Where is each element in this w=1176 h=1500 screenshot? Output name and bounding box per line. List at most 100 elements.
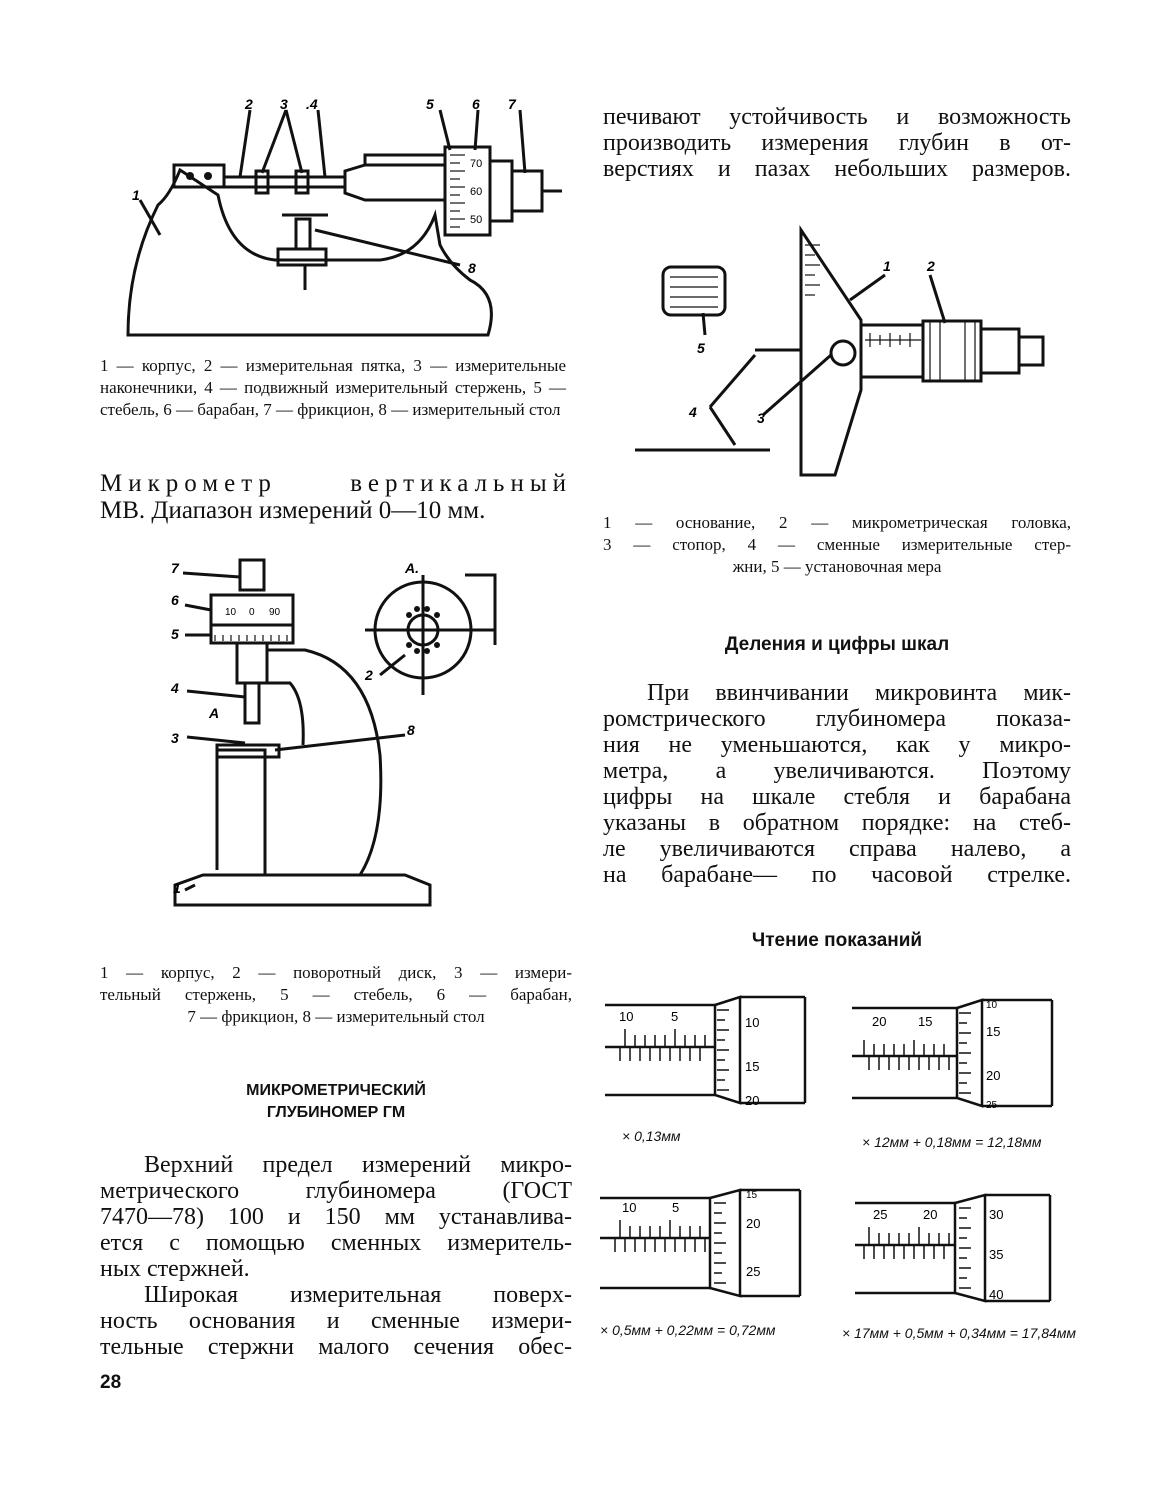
fig2-label-7: 7 [171,560,180,576]
fig2-label-A: A [208,705,219,721]
fig2-scale-90: 90 [269,607,281,618]
r4-sleeve-20: 20 [923,1207,937,1222]
top-right-paragraph: печивают устойчивость и возможность прои… [603,104,1071,182]
figure-vertical-micrometer: 7 6 5 4 A 3 8 1 A. 2 10 0 90 [170,558,497,907]
fig2-scale-10: 10 [225,607,237,618]
r1-thimble-20: 20 [745,1093,759,1107]
gm-heading: МИКРОМЕТРИЧЕСКИЙ ГЛУБИНОМЕР ГМ [100,1080,572,1124]
mv-heading: Микрометр вертикальный МВ. Диапазон изме… [100,470,572,524]
reading-value-3: × 0,5мм + 0,22мм = 0,72мм [600,1322,776,1338]
caption-line: тельный стержень, 5 — стебель, 6 — бараб… [100,985,572,1004]
text-line: печивают устойчивость и возможность [603,104,1071,130]
reading-value-1: × 0,13мм [622,1128,681,1144]
reading-diagram-1: 10 5 10 15 20 [605,995,807,1107]
fig3-label-3: 3 [757,410,765,426]
fig1-label-6: 6 [472,96,480,112]
r4-thimble-30: 30 [989,1207,1003,1222]
text-line: тельные стержни малого сечения обес- [100,1334,572,1360]
r1-sleeve-5: 5 [671,1009,678,1024]
r1-thimble-10: 10 [745,1015,759,1030]
scales-heading: Деления и цифры шкал [724,634,950,655]
fig1-scale-60: 60 [470,186,482,198]
caption-line: жни, 5 — установочная мера [732,557,942,576]
text-line: При ввинчивании микровинта мик- [647,680,1071,706]
text-line: 7470—78) 100 и 150 мм устанавлива- [100,1204,572,1230]
r4-thimble-40: 40 [989,1287,1003,1302]
fig1-scale-50: 50 [470,214,482,226]
figure3-caption: 1 — основание, 2 — микрометрическая голо… [603,512,1071,578]
reading-diagram-2: 20 15 10 15 20 25 [852,998,1054,1110]
r2-thimble-15: 15 [986,1024,1000,1039]
r2-sleeve-20: 20 [872,1014,886,1029]
fig1-label-4: .4 [306,96,318,112]
fig3-label-5: 5 [697,340,705,356]
caption-line: 1 — основание, 2 — микрометрическая голо… [603,513,1071,532]
r3-thimble-20: 20 [746,1216,760,1231]
text-line: ле увеличиваются справа налево, а [603,836,1071,862]
scales-paragraph: При ввинчивании микровинта мик- ромстрич… [603,680,1071,888]
r3-sleeve-10: 10 [622,1200,636,1215]
caption-line: 1 — корпус, 2 — поворотный диск, 3 — изм… [100,963,572,982]
fig2-label-4: 4 [170,680,179,696]
fig1-label-8: 8 [468,260,476,276]
mv-heading-line1: Микрометр вертикальный [100,470,572,497]
fig2-label-1: 1 [173,880,181,896]
figure-bench-micrometer: 1 2 3 .4 5 6 7 8 70 60 50 [126,96,562,337]
fig1-label-2: 2 [244,96,253,112]
text-line: на барабане— по часовой стрелке. [603,862,1071,888]
r2-thimble-25: 25 [986,1100,998,1110]
fig2-label-6: 6 [171,592,179,608]
fig1-scale-70: 70 [470,158,482,170]
text-line: ния не уменьшаются, как у микро- [603,732,1071,758]
mv-heading-line2: МВ. Диапазон измерений 0—10 мм. [100,497,486,524]
figure2-caption: 1 — корпус, 2 — поворотный диск, 3 — изм… [100,962,572,1028]
fig2-label-5: 5 [171,626,179,642]
text-line: ромстрического глубиномера показа- [603,706,1071,732]
fig3-label-4: 4 [688,404,697,420]
fig1-label-5: 5 [426,96,434,112]
gm-heading-line1: МИКРОМЕТРИЧЕСКИЙ [246,1082,426,1099]
r3-thimble-25: 25 [746,1264,760,1279]
text-line: цифры на шкале стебля и барабана [603,784,1071,810]
fig2-scale-0: 0 [249,607,255,618]
fig2-label-2: 2 [364,667,373,683]
fig2-label-8: 8 [407,722,415,738]
figure1-caption: 1 — корпус, 2 — измерительная пятка, 3 —… [100,356,566,419]
page-number: 28 [100,1372,122,1393]
fig3-label-2: 2 [926,258,935,274]
fig1-label-7: 7 [508,96,517,112]
caption-line: 3 — стопор, 4 — сменные измерительные ст… [603,535,1071,554]
fig1-label-3: 3 [280,96,288,112]
text-line: указаны в обратном порядке: на стеб- [603,810,1071,836]
figure-depth-micrometer: 1 2 5 4 3 [635,225,1045,477]
reading-diagram-3: 10 5 15 20 25 [600,1188,802,1298]
text-line: ность основания и сменные измери- [100,1308,572,1334]
reading-heading: Чтение показаний [751,930,923,951]
gm-heading-line2: ГЛУБИНОМЕР ГМ [266,1104,406,1121]
reading-diagram-4: 25 20 30 35 40 [855,1193,1052,1303]
gm-paragraph-1: Верхний предел измерений микро- метричес… [100,1152,572,1282]
r4-thimble-35: 35 [989,1247,1003,1262]
text-line: ется с помощью сменных измеритель- [100,1230,572,1256]
fig2-label-3: 3 [171,730,179,746]
text-line: метрического глубиномера (ГОСТ [100,1178,572,1204]
text-line: Широкая измерительная поверх- [144,1282,572,1308]
fig1-label-1: 1 [132,187,140,203]
fig3-label-1: 1 [883,258,891,274]
reading-value-4: × 17мм + 0,5мм + 0,34мм = 17,84мм [842,1325,1077,1341]
text-line: ных стержней. [100,1256,250,1282]
text-line: Верхний предел измерений микро- [144,1152,572,1178]
r3-sleeve-5: 5 [672,1200,679,1215]
r2-sleeve-15: 15 [918,1014,932,1029]
text-line: метра, а увеличиваются. Поэтому [603,758,1071,784]
text-line: производить измерения глубин в от- [603,130,1071,156]
gm-paragraph-2: Широкая измерительная поверх- ность осно… [100,1282,572,1360]
reading-value-2: × 12мм + 0,18мм = 12,18мм [862,1134,1042,1150]
text-line: верстиях и пазах небольших размеров. [603,156,1071,182]
r1-sleeve-10: 10 [619,1009,633,1024]
r2-thimble-10: 10 [986,1000,998,1011]
r3-thimble-15: 15 [746,1190,758,1201]
r1-thimble-15: 15 [745,1059,759,1074]
fig2-label-A-detail: A. [404,560,419,576]
caption-line: 7 — фрикцион, 8 — измерительный стол [187,1007,485,1026]
